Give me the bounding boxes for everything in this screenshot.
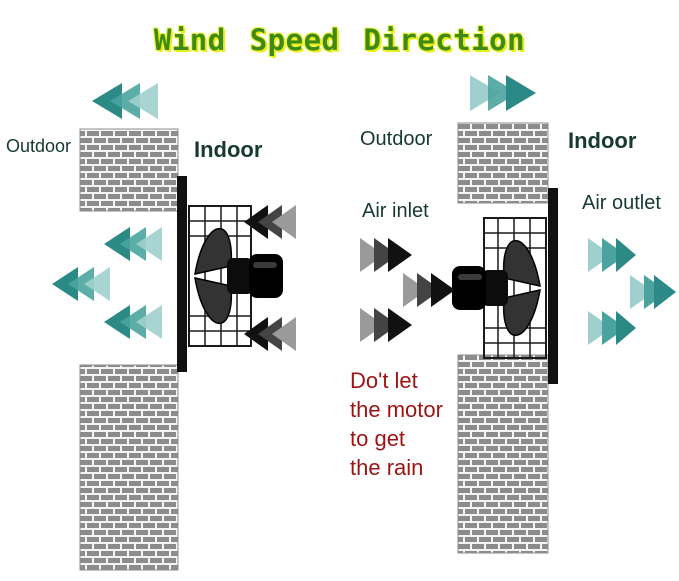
left-outflow-arrow-1 <box>104 227 162 261</box>
right-inlet-arrow-2 <box>403 273 455 307</box>
air-outlet-label: Air outlet <box>582 192 661 214</box>
right-outdoor-label: Outdoor <box>360 128 433 150</box>
left-outflow-arrow-3 <box>104 305 162 339</box>
right-outlet-arrow-2 <box>630 275 676 309</box>
right-inlet-arrow-1 <box>360 238 412 272</box>
right-indoor-label: Indoor <box>568 128 637 153</box>
right-outlet-arrow-3 <box>588 311 636 345</box>
left-brick-wall-top <box>79 128 179 212</box>
diagram-title: Wind Speed Direction <box>153 23 526 57</box>
right-brick-wall-bottom <box>457 354 549 554</box>
left-indoor-arrow-top <box>244 205 296 239</box>
right-top-flow-arrow <box>470 75 536 111</box>
left-indoor-arrow-bottom <box>244 317 296 351</box>
right-brick-wall-top <box>457 122 549 204</box>
left-outdoor-label: Outdoor <box>6 136 72 156</box>
left-outflow-arrow-top <box>92 83 158 119</box>
left-outflow-arrow-2 <box>52 267 110 301</box>
air-inlet-label: Air inlet <box>362 200 429 222</box>
rain-warning-text: Do't let the motor to get the rain <box>350 368 443 480</box>
right-inlet-arrow-3 <box>360 308 412 342</box>
left-indoor-label: Indoor <box>194 137 263 162</box>
right-outlet-arrow-1 <box>588 238 636 272</box>
left-brick-wall-bottom <box>79 364 179 571</box>
